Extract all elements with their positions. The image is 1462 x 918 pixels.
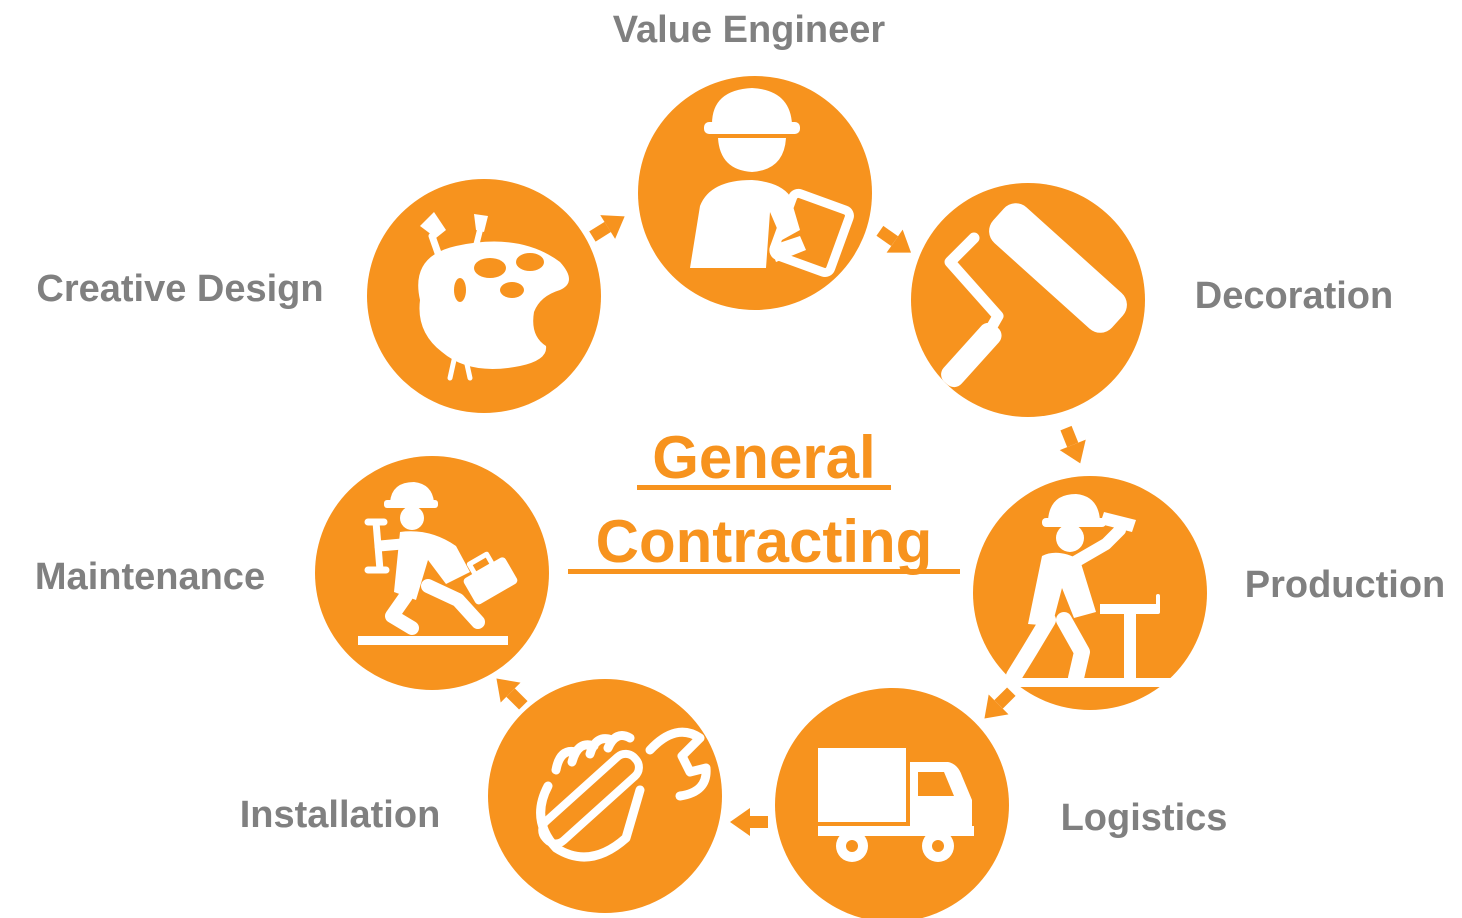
paint-palette-icon [418,212,569,381]
arrow-decoration-to-production [1059,425,1086,464]
stage-label-logistics: Logistics [1061,797,1228,839]
stage-label-production: Production [1245,564,1446,606]
stage-decoration: Decoration [911,183,1393,417]
arrow-production-to-logistics [984,687,1016,719]
stage-label-maintenance: Maintenance [35,556,265,598]
engineer-with-clipboard-icon [690,88,854,278]
cycle-arrows [496,215,1086,836]
arrow-installation-to-maintenance [496,678,528,710]
stage-creative-design: Creative Design [36,179,601,413]
worker-hammering-icon [1002,494,1172,687]
center-title-underline1 [637,485,891,490]
center-title: General Contracting [568,424,960,575]
fist-with-wrench-icon [536,727,711,862]
stage-maintenance: Maintenance [35,456,549,690]
stage-value-engineer: Value Engineer [613,9,886,310]
stage-production: Production [973,476,1445,710]
arrow-logistics-to-installation [730,808,768,836]
stage-label-value-engineer: Value Engineer [613,9,886,51]
arrow-creative-design-to-value-engineer [589,215,625,242]
stage-circle-maintenance [315,456,549,690]
center-title-line2: Contracting [596,508,933,575]
delivery-truck-icon [818,748,974,862]
paint-roller-icon [941,203,1127,388]
arrow-value-engineer-to-decoration [876,225,912,253]
center-title-line1: General [652,424,875,491]
center-title-underline2 [568,569,960,574]
stage-label-installation: Installation [240,794,441,836]
stage-logistics: Logistics [775,688,1227,918]
stage-label-decoration: Decoration [1195,275,1393,317]
stage-label-creative-design: Creative Design [36,268,323,310]
repairman-with-toolbox-icon [358,482,518,645]
stage-installation: Installation [240,679,722,913]
